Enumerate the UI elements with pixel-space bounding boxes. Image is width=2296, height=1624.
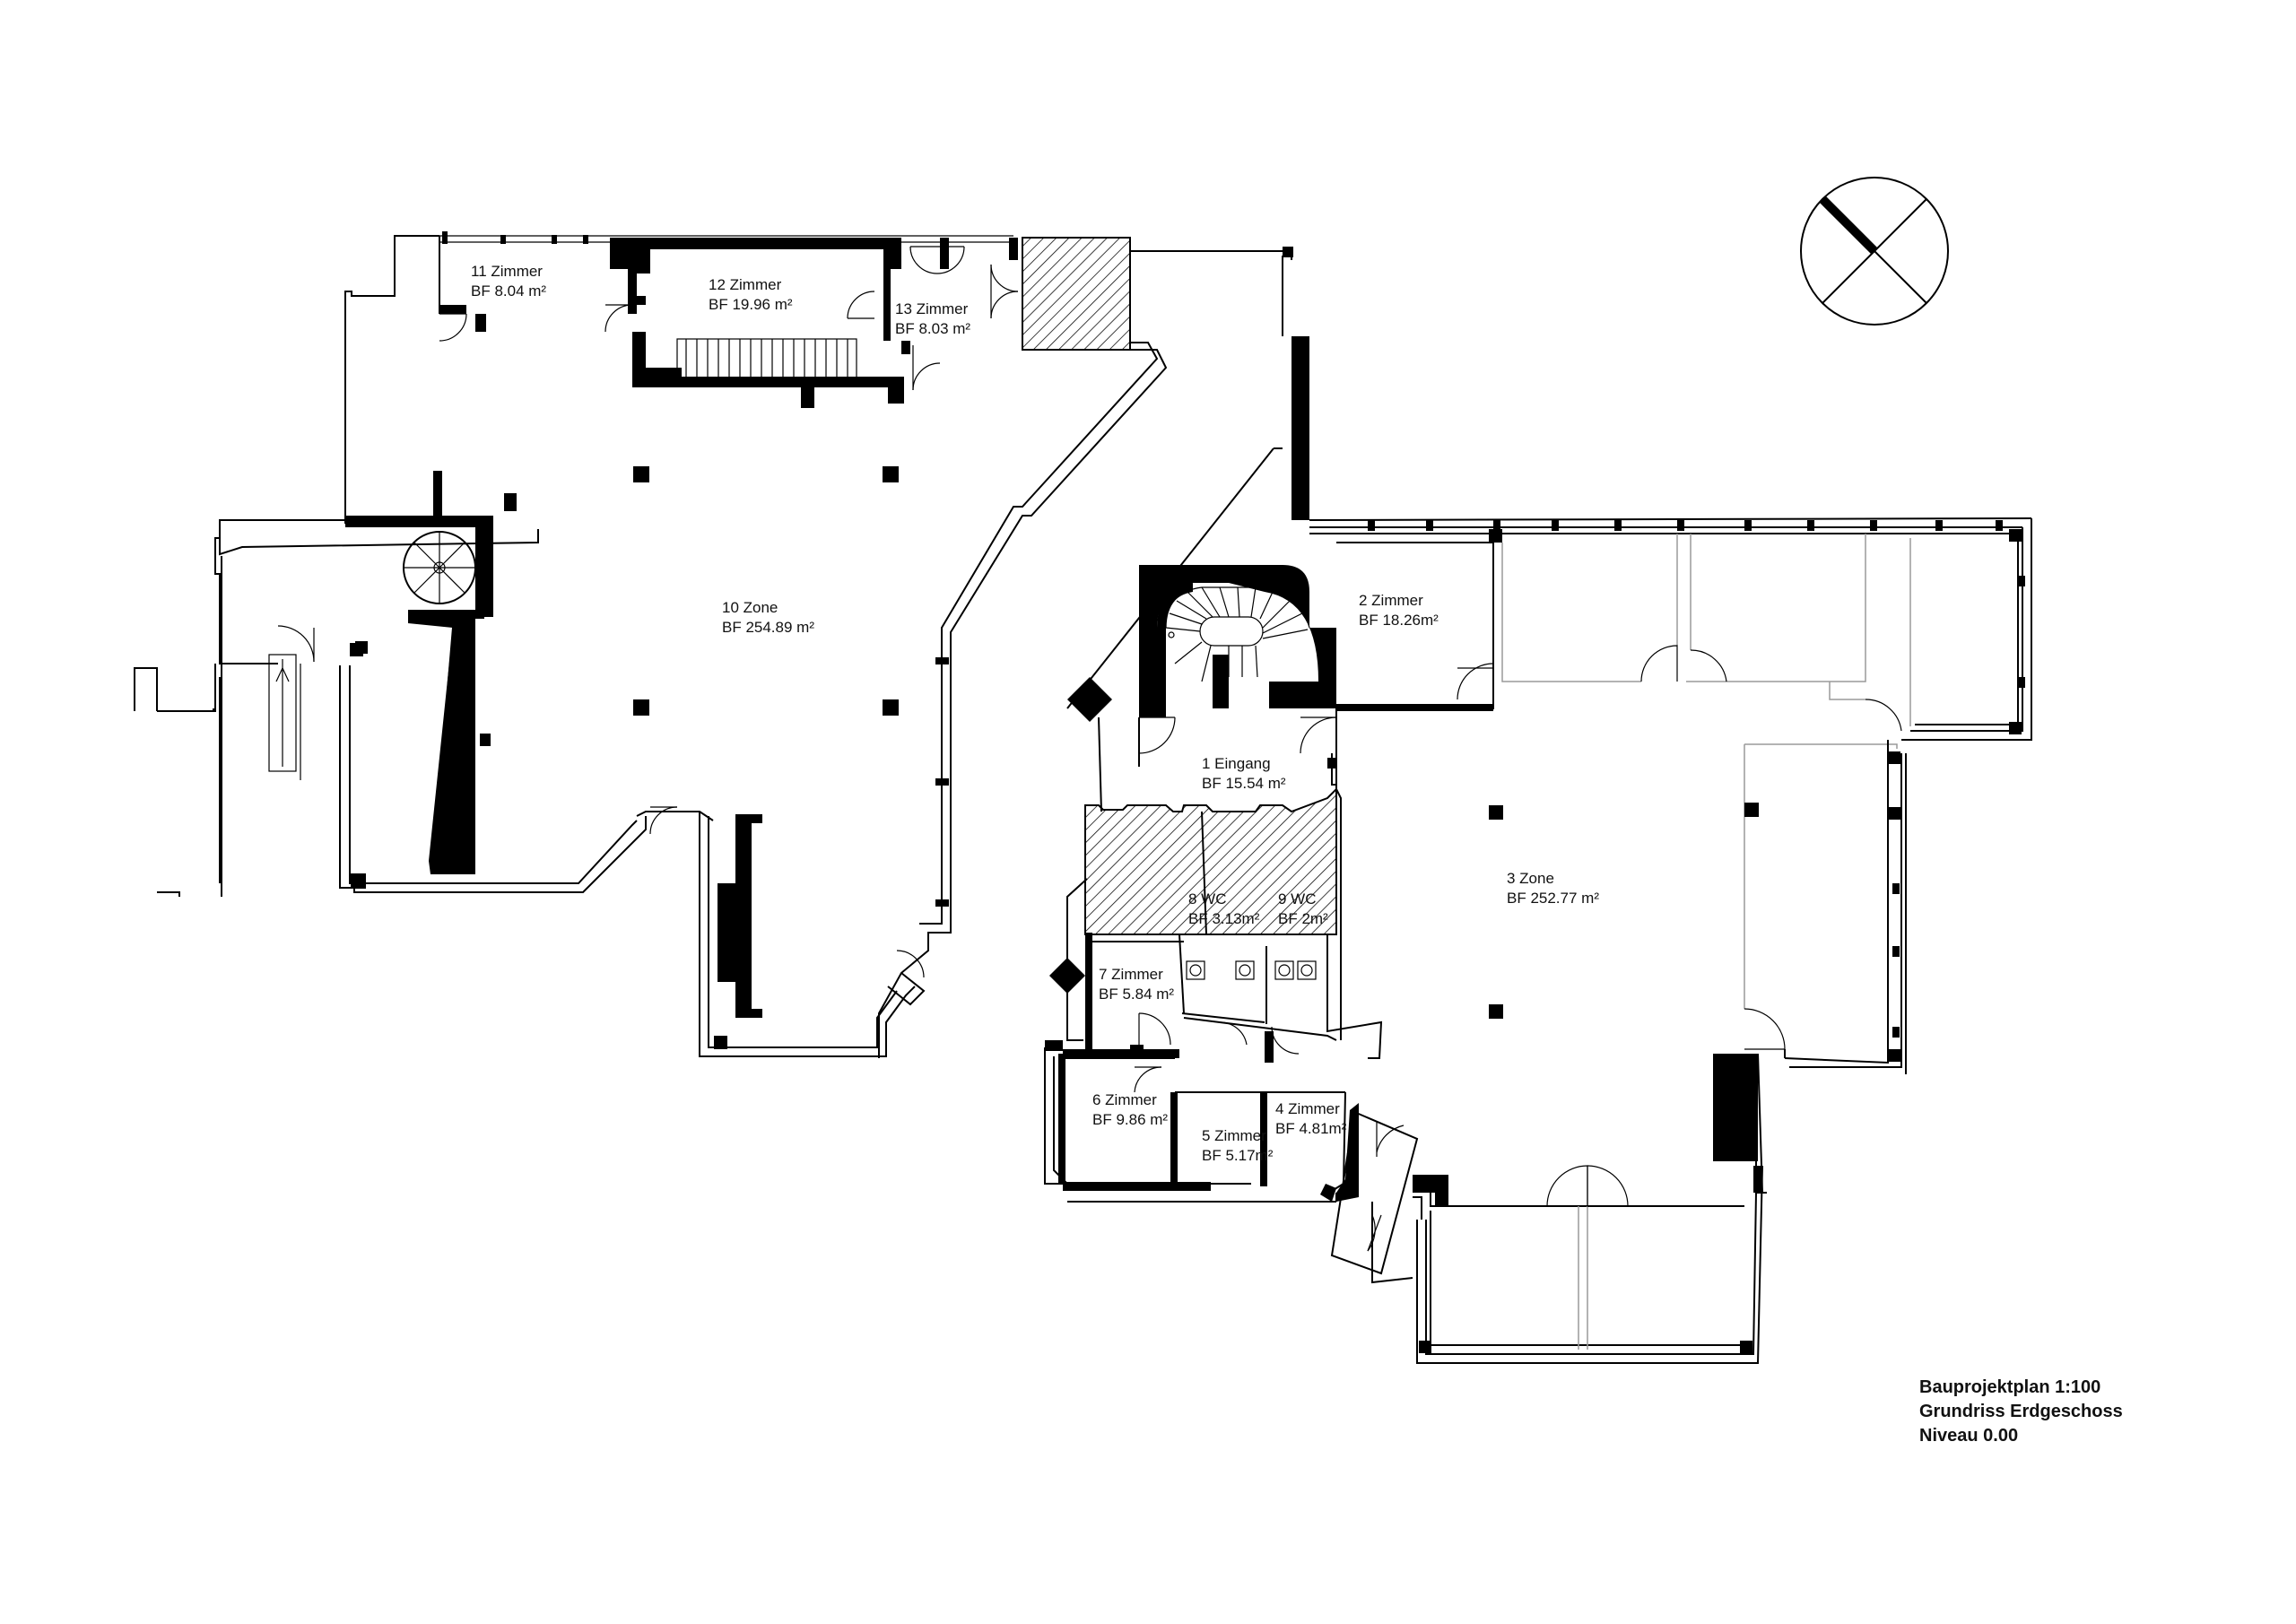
room-2-area: BF 18.26m² <box>1359 612 1439 629</box>
central-core <box>1044 256 1419 1284</box>
room-2-name: 2 Zimmer <box>1359 592 1423 609</box>
room-11-area: BF 8.04 m² <box>471 282 546 300</box>
title-level: Niveau 0.00 <box>1919 1426 2018 1446</box>
room-9-area: BF 2m² <box>1278 910 1328 927</box>
room-10-name: 10 Zone <box>722 599 778 616</box>
title-block: Bauprojektplan 1:100 Grundriss Erdgescho… <box>1919 1377 2123 1446</box>
winder-stair <box>1165 586 1310 682</box>
room-6-area: BF 9.86 m² <box>1092 1111 1168 1128</box>
room-13-area: BF 8.03 m² <box>895 320 970 337</box>
room-13-name: 13 Zimmer <box>895 300 969 317</box>
room-7-area: BF 5.84 m² <box>1099 986 1174 1003</box>
room-5-name: 5 Zimmer <box>1202 1127 1266 1144</box>
room-labels: 11 Zimmer BF 8.04 m² 12 Zimmer BF 19.96 … <box>471 263 1599 1164</box>
room-8-area: BF 3.13m² <box>1188 910 1260 927</box>
room-11-name: 11 Zimmer <box>471 263 543 280</box>
room-9-name: 9 WC <box>1278 890 1317 908</box>
room-12-area: BF 19.96 m² <box>709 296 793 313</box>
room-7-name: 7 Zimmer <box>1099 966 1163 983</box>
north-arrow-icon <box>1800 177 1949 326</box>
room-10-area: BF 254.89 m² <box>722 619 814 636</box>
window-ticks-right <box>1368 520 2003 531</box>
window-ticks <box>442 231 588 244</box>
room-5-area: BF 5.17m² <box>1202 1147 1274 1164</box>
title-plan-scale: Bauprojektplan 1:100 <box>1919 1377 2100 1397</box>
room-4-area: BF 4.81m² <box>1275 1120 1347 1137</box>
right-wing <box>1309 517 2032 1364</box>
stair-treads <box>685 339 848 379</box>
wc-fixtures <box>1186 960 1317 980</box>
room-1-area: BF 15.54 m² <box>1202 775 1286 792</box>
room-4-name: 4 Zimmer <box>1275 1100 1340 1117</box>
spiral-stair-steps <box>404 532 475 604</box>
room-12-name: 12 Zimmer <box>709 276 782 293</box>
room-3-area: BF 252.77 m² <box>1507 890 1599 907</box>
room-3-name: 3 Zone <box>1507 870 1554 887</box>
room-8-name: 8 WC <box>1188 890 1227 908</box>
left-wing <box>134 231 1293 1058</box>
room-1-name: 1 Eingang <box>1202 755 1271 772</box>
title-drawing-name: Grundriss Erdgeschoss <box>1919 1402 2123 1421</box>
room-6-name: 6 Zimmer <box>1092 1091 1157 1108</box>
